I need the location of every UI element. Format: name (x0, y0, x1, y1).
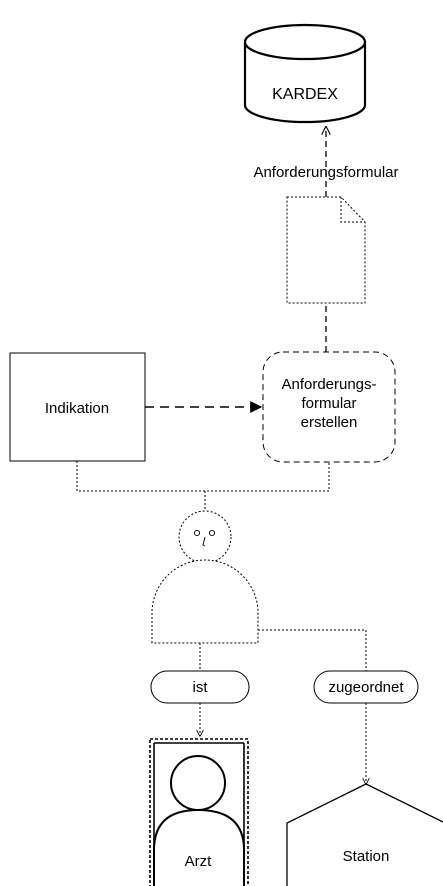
station-label: Station (343, 848, 390, 865)
boxes-to-person-connector (76, 461, 330, 511)
relation-ist[interactable]: ist (150, 670, 250, 704)
document-label: Anforderungsformular (253, 164, 398, 181)
relation-zugeordnet[interactable]: zugeordnet (313, 670, 419, 704)
kardex-label: KARDEX (272, 86, 338, 103)
process-anforderungsformular-erstellen[interactable]: Anforderungs- formular erstellen (262, 351, 396, 463)
arzt-head-icon (170, 755, 226, 811)
process-label-line-3: erstellen (301, 414, 358, 431)
arzt-body-icon (153, 808, 245, 886)
arzt-role[interactable]: Arzt (149, 738, 249, 886)
person-left-eye (193, 529, 201, 537)
anforderungsformular-document[interactable] (286, 196, 366, 304)
relation-ist-label: ist (193, 679, 209, 696)
arzt-label: Arzt (185, 853, 213, 870)
indikation-box[interactable]: Indikation (9, 352, 146, 462)
indikation-label: Indikation (45, 400, 109, 417)
person-nose (202, 536, 206, 547)
person-actor[interactable] (151, 510, 259, 644)
process-label-line-2: formular (301, 395, 356, 412)
person-to-zugeordnet-connector (258, 629, 367, 671)
person-right-eye (208, 529, 216, 537)
process-label-line-1: Anforderungs- (281, 376, 376, 393)
relation-zugeordnet-label: zugeordnet (328, 679, 404, 696)
person-body (151, 559, 259, 644)
station-unit[interactable]: Station (286, 783, 443, 886)
kardex-database[interactable]: KARDEX (243, 23, 367, 124)
